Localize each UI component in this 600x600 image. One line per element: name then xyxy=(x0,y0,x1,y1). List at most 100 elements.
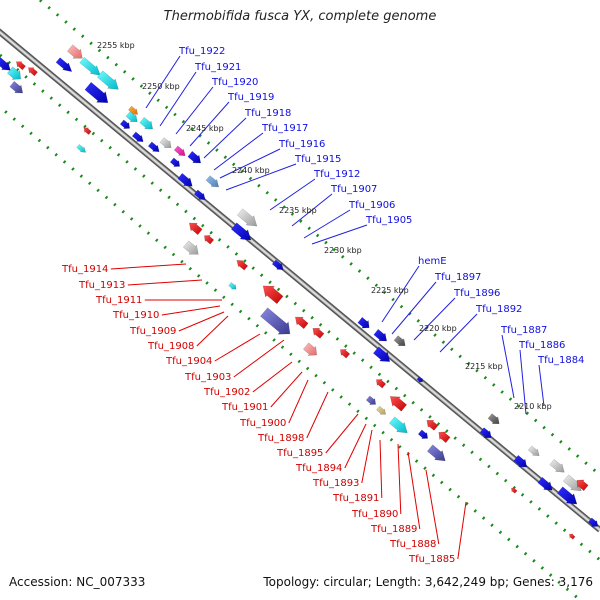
forward-gene-arrow[interactable] xyxy=(55,57,73,72)
forward-gene-arrow[interactable] xyxy=(376,405,387,415)
reverse-gene-arrow[interactable] xyxy=(312,328,325,339)
reverse-gene-arrow[interactable] xyxy=(389,396,408,412)
reverse-gene-arrow[interactable] xyxy=(511,487,518,494)
reverse-gene-label[interactable]: Tfu_1902 xyxy=(203,387,250,398)
reverse-gene-arrow[interactable] xyxy=(376,379,387,389)
forward-gene-arrow[interactable] xyxy=(125,111,138,122)
forward-gene-arrow[interactable] xyxy=(147,141,160,152)
forward-gene-arrow[interactable] xyxy=(84,81,109,103)
reverse-gene-arrow[interactable] xyxy=(294,316,309,330)
forward-gene-arrow[interactable] xyxy=(388,416,408,434)
reverse-gene-label[interactable]: Tfu_1894 xyxy=(295,463,342,474)
forward-gene-arrow[interactable] xyxy=(177,172,193,187)
reverse-gene-arrow[interactable] xyxy=(340,349,351,359)
forward-gene-label[interactable]: Tfu_1907 xyxy=(330,184,377,195)
forward-gene-label[interactable]: Tfu_1886 xyxy=(518,340,565,351)
reverse-gene-label[interactable]: Tfu_1914 xyxy=(61,264,108,275)
reverse-gene-label[interactable]: Tfu_1885 xyxy=(408,554,455,565)
forward-gene-arrow[interactable] xyxy=(260,307,291,335)
reverse-gene-label[interactable]: Tfu_1909 xyxy=(129,326,176,337)
forward-gene-label[interactable]: Tfu_1922 xyxy=(178,46,225,57)
reverse-gene-arrow[interactable] xyxy=(236,260,249,271)
forward-gene-arrow[interactable] xyxy=(0,56,11,71)
forward-gene-label[interactable]: Tfu_1905 xyxy=(365,215,412,226)
reverse-gene-label[interactable]: Tfu_1901 xyxy=(221,402,268,413)
forward-gene-arrow[interactable] xyxy=(173,145,186,156)
forward-gene-arrow[interactable] xyxy=(66,44,83,59)
forward-gene-arrow[interactable] xyxy=(182,240,199,255)
reverse-gene-arrow[interactable] xyxy=(188,222,203,236)
forward-gene-arrow[interactable] xyxy=(76,144,87,153)
forward-gene-arrow[interactable] xyxy=(193,189,206,200)
forward-gene-arrow[interactable] xyxy=(302,342,317,356)
forward-gene-arrow[interactable] xyxy=(365,395,376,405)
forward-gene-arrow[interactable] xyxy=(487,413,500,424)
reverse-gene-label[interactable]: Tfu_1903 xyxy=(184,372,231,383)
reverse-gene-arrow[interactable] xyxy=(262,285,284,305)
forward-gene-arrow[interactable] xyxy=(417,429,428,439)
reverse-gene-label[interactable]: Tfu_1898 xyxy=(257,433,304,444)
forward-gene-arrow[interactable] xyxy=(96,70,119,90)
reverse-gene-label[interactable]: Tfu_1890 xyxy=(351,509,398,520)
reverse-gene-label[interactable]: Tfu_1913 xyxy=(78,280,125,291)
forward-gene-label[interactable]: Tfu_1887 xyxy=(500,325,547,336)
reverse-gene-label[interactable]: Tfu_1904 xyxy=(165,356,212,367)
reverse-gene-arrow[interactable] xyxy=(204,235,215,245)
reverse-gene-label[interactable]: Tfu_1908 xyxy=(147,341,194,352)
forward-gene-label[interactable]: Tfu_1920 xyxy=(211,77,258,88)
reverse-gene-arrow[interactable] xyxy=(569,533,576,540)
forward-gene-label[interactable]: Tfu_1919 xyxy=(227,92,274,103)
forward-gene-arrow[interactable] xyxy=(9,80,24,94)
forward-gene-label[interactable]: Tfu_1896 xyxy=(453,288,500,299)
forward-gene-label[interactable]: Tfu_1921 xyxy=(194,62,241,73)
forward-gene-label[interactable]: Tfu_1916 xyxy=(278,139,325,150)
forward-gene-label[interactable]: Tfu_1897 xyxy=(434,272,481,283)
forward-gene-arrow[interactable] xyxy=(230,222,252,241)
forward-gene-arrow[interactable] xyxy=(416,376,423,383)
forward-gene-label[interactable]: Tfu_1884 xyxy=(537,355,584,366)
forward-gene-label[interactable]: hemE xyxy=(418,256,447,267)
forward-gene-arrow[interactable] xyxy=(556,486,578,505)
reverse-gene-arrow[interactable] xyxy=(438,431,451,444)
forward-gene-arrow[interactable] xyxy=(128,105,139,115)
forward-gene-arrow[interactable] xyxy=(537,476,553,491)
forward-gene-label[interactable]: Tfu_1918 xyxy=(244,108,291,119)
forward-gene-arrow[interactable] xyxy=(236,208,258,227)
reverse-gene-arrow[interactable] xyxy=(576,479,589,492)
reverse-gene-arrow[interactable] xyxy=(27,67,38,77)
forward-gene-arrow[interactable] xyxy=(373,328,388,342)
forward-gene-arrow[interactable] xyxy=(131,131,144,142)
forward-gene-label[interactable]: Tfu_1906 xyxy=(348,200,395,211)
forward-gene-arrow[interactable] xyxy=(372,346,391,362)
forward-gene-arrow[interactable] xyxy=(479,427,492,438)
forward-gene-arrow[interactable] xyxy=(271,259,284,270)
forward-gene-arrow[interactable] xyxy=(549,458,565,473)
forward-gene-arrow[interactable] xyxy=(426,444,446,462)
forward-gene-arrow[interactable] xyxy=(159,137,172,148)
forward-gene-arrow[interactable] xyxy=(228,282,237,290)
forward-gene-label[interactable]: Tfu_1892 xyxy=(475,304,522,315)
forward-gene-arrow[interactable] xyxy=(79,56,101,76)
forward-gene-label[interactable]: Tfu_1915 xyxy=(294,154,341,165)
forward-gene-arrow[interactable] xyxy=(6,66,21,80)
reverse-gene-label[interactable]: Tfu_1888 xyxy=(389,539,436,550)
reverse-gene-label[interactable]: Tfu_1911 xyxy=(95,295,142,306)
forward-gene-arrow[interactable] xyxy=(393,335,406,346)
forward-gene-arrow[interactable] xyxy=(587,517,598,527)
reverse-gene-label[interactable]: Tfu_1889 xyxy=(370,524,417,535)
forward-gene-label[interactable]: Tfu_1917 xyxy=(261,123,308,134)
reverse-gene-label[interactable]: Tfu_1895 xyxy=(276,448,323,459)
reverse-gene-arrow[interactable] xyxy=(83,127,92,135)
forward-gene-arrow[interactable] xyxy=(169,157,180,167)
forward-gene-arrow[interactable] xyxy=(139,116,154,130)
reverse-gene-label[interactable]: Tfu_1893 xyxy=(312,478,359,489)
forward-gene-label[interactable]: Tfu_1912 xyxy=(313,169,360,180)
reverse-gene-label[interactable]: Tfu_1910 xyxy=(112,310,159,321)
reverse-gene-label[interactable]: Tfu_1900 xyxy=(239,418,286,429)
forward-gene-arrow[interactable] xyxy=(357,316,370,329)
reverse-gene-arrow[interactable] xyxy=(426,420,439,431)
reverse-gene-arrow[interactable] xyxy=(15,61,26,71)
forward-gene-arrow[interactable] xyxy=(119,119,130,129)
forward-gene-arrow[interactable] xyxy=(527,445,540,456)
forward-gene-arrow[interactable] xyxy=(513,454,528,468)
